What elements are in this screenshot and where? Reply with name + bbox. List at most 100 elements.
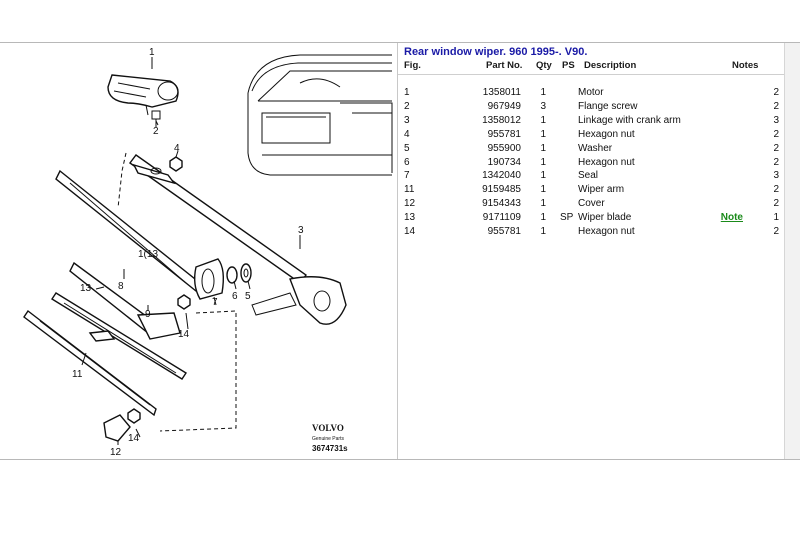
header-divider xyxy=(398,74,784,75)
callout-14-lower: 14 xyxy=(128,433,140,444)
callout-2: 2 xyxy=(153,126,159,137)
wiper-assembly-drawing: 1 2 3 4 5 6 7 8 9 1(13 11 12 13 14 14 VO… xyxy=(23,47,393,458)
parts-viewer: 1 2 3 4 5 6 7 8 9 1(13 11 12 13 14 14 VO… xyxy=(0,42,800,460)
callout-13: 13 xyxy=(80,283,92,294)
cell-count: 1 xyxy=(773,212,779,224)
hexagon-nut-14-lower xyxy=(127,408,141,424)
cell-qty: 1 xyxy=(540,87,546,98)
cell-qty: 1 xyxy=(540,198,546,210)
motor xyxy=(107,74,179,116)
column-header-part-no: Part No. xyxy=(486,60,523,71)
cell-count: 3 xyxy=(773,170,779,182)
parts-list-panel: Rear window wiper. 960 1995-. V90. Fig. … xyxy=(398,43,784,459)
seal xyxy=(193,258,225,300)
callout-8: 8 xyxy=(118,281,124,292)
cell-description: Motor xyxy=(578,87,604,98)
callout-11: 11 xyxy=(72,369,83,380)
table-row[interactable]: 4 955781 1 Hexagon nut 2 xyxy=(398,129,784,143)
linkage-with-crank-arm xyxy=(129,154,347,325)
cell-count: 2 xyxy=(773,226,779,237)
hexagon-nut-4 xyxy=(169,156,183,172)
cell-part-no: 1342040 xyxy=(482,170,521,182)
callout-9: 9 xyxy=(145,309,151,320)
cell-description: Wiper arm xyxy=(578,184,625,196)
cell-description: Flange screw xyxy=(578,100,638,112)
column-header-qty: Qty xyxy=(536,60,552,71)
cell-part-no: 9154343 xyxy=(482,198,521,210)
cell-qty: 1 xyxy=(540,170,546,182)
column-header-ps: PS xyxy=(562,60,575,71)
cell-part-no: 1358011 xyxy=(482,87,521,98)
cell-fig: 1 xyxy=(404,87,410,98)
cell-part-no: 955781 xyxy=(487,226,521,237)
table-row[interactable]: 5 955900 1 Washer 2 xyxy=(398,143,784,157)
cell-description: Hexagon nut xyxy=(578,156,635,168)
cell-part-no: 967949 xyxy=(487,100,521,112)
callout-1-13: 1(13 xyxy=(138,249,158,260)
cell-description: Linkage with crank arm xyxy=(578,114,681,126)
panel-divider xyxy=(397,43,398,459)
callout-4: 4 xyxy=(174,143,180,154)
cell-fig: 6 xyxy=(404,156,410,168)
callout-7: 7 xyxy=(212,297,218,308)
volvo-logo-subtitle: Genuine Parts xyxy=(312,436,344,442)
callout-12: 12 xyxy=(110,447,122,458)
hexagon-nut-14 xyxy=(177,294,191,310)
callout-3: 3 xyxy=(298,225,304,236)
vertical-scrollbar[interactable] xyxy=(784,43,800,459)
cell-qty: 1 xyxy=(540,114,546,126)
washer xyxy=(240,263,252,283)
cell-count: 2 xyxy=(773,100,779,112)
cell-count: 2 xyxy=(773,142,779,154)
table-row[interactable]: 12 9154343 1 Cover 2 xyxy=(398,198,784,212)
cell-qty: 1 xyxy=(540,142,546,154)
hexagon-nut-6 xyxy=(226,266,238,284)
table-row[interactable]: 7 1342040 1 Seal 3 xyxy=(398,170,784,184)
table-row[interactable]: 14 955781 1 Hexagon nut 2 xyxy=(398,226,784,240)
table-row[interactable]: 6 190734 1 Hexagon nut 2 xyxy=(398,157,784,171)
cell-count: 2 xyxy=(773,198,779,210)
column-header-notes: Notes xyxy=(732,60,759,71)
column-header-description: Description xyxy=(584,60,637,71)
car-rear-outline xyxy=(247,54,393,176)
note-link[interactable]: Note xyxy=(720,212,743,224)
cell-fig: 12 xyxy=(404,198,416,210)
cell-description: Seal xyxy=(578,170,599,182)
cell-count: 2 xyxy=(773,87,779,98)
cell-qty: 1 xyxy=(540,226,546,237)
table-row[interactable]: 1 1358011 1 Motor 2 xyxy=(398,87,784,101)
cell-fig: 5 xyxy=(404,142,410,154)
cell-qty: 1 xyxy=(540,156,546,168)
cell-part-no: 1358012 xyxy=(482,114,521,126)
cell-count: 2 xyxy=(773,128,779,140)
parts-list-title: Rear window wiper. 960 1995-. V90. xyxy=(404,46,588,58)
cell-part-no: 955900 xyxy=(487,142,521,154)
cell-description: Washer xyxy=(578,142,613,154)
cell-qty: 1 xyxy=(540,212,546,224)
cell-description: Cover xyxy=(578,198,605,210)
cell-fig: 7 xyxy=(404,170,410,182)
cell-fig: 13 xyxy=(404,212,416,224)
cell-count: 2 xyxy=(773,156,779,168)
cell-part-no: 955781 xyxy=(487,128,521,140)
callout-1: 1 xyxy=(149,47,155,58)
cell-count: 2 xyxy=(773,184,779,196)
wiper-arm-lower xyxy=(23,309,157,417)
cell-description: Wiper blade xyxy=(578,212,632,224)
wiper-blade xyxy=(51,292,187,380)
cell-part-no: 190734 xyxy=(487,156,521,168)
callout-5: 5 xyxy=(245,291,251,302)
callout-6: 6 xyxy=(232,291,238,302)
cell-part-no: 9171109 xyxy=(482,212,521,224)
cell-fig: 14 xyxy=(404,226,416,237)
cell-count: 3 xyxy=(773,114,779,126)
cell-description: Hexagon nut xyxy=(578,128,635,140)
cell-fig: 4 xyxy=(404,128,410,140)
cell-description: Hexagon nut xyxy=(578,226,635,237)
cell-qty: 3 xyxy=(540,100,546,112)
cell-qty: 1 xyxy=(540,128,546,140)
